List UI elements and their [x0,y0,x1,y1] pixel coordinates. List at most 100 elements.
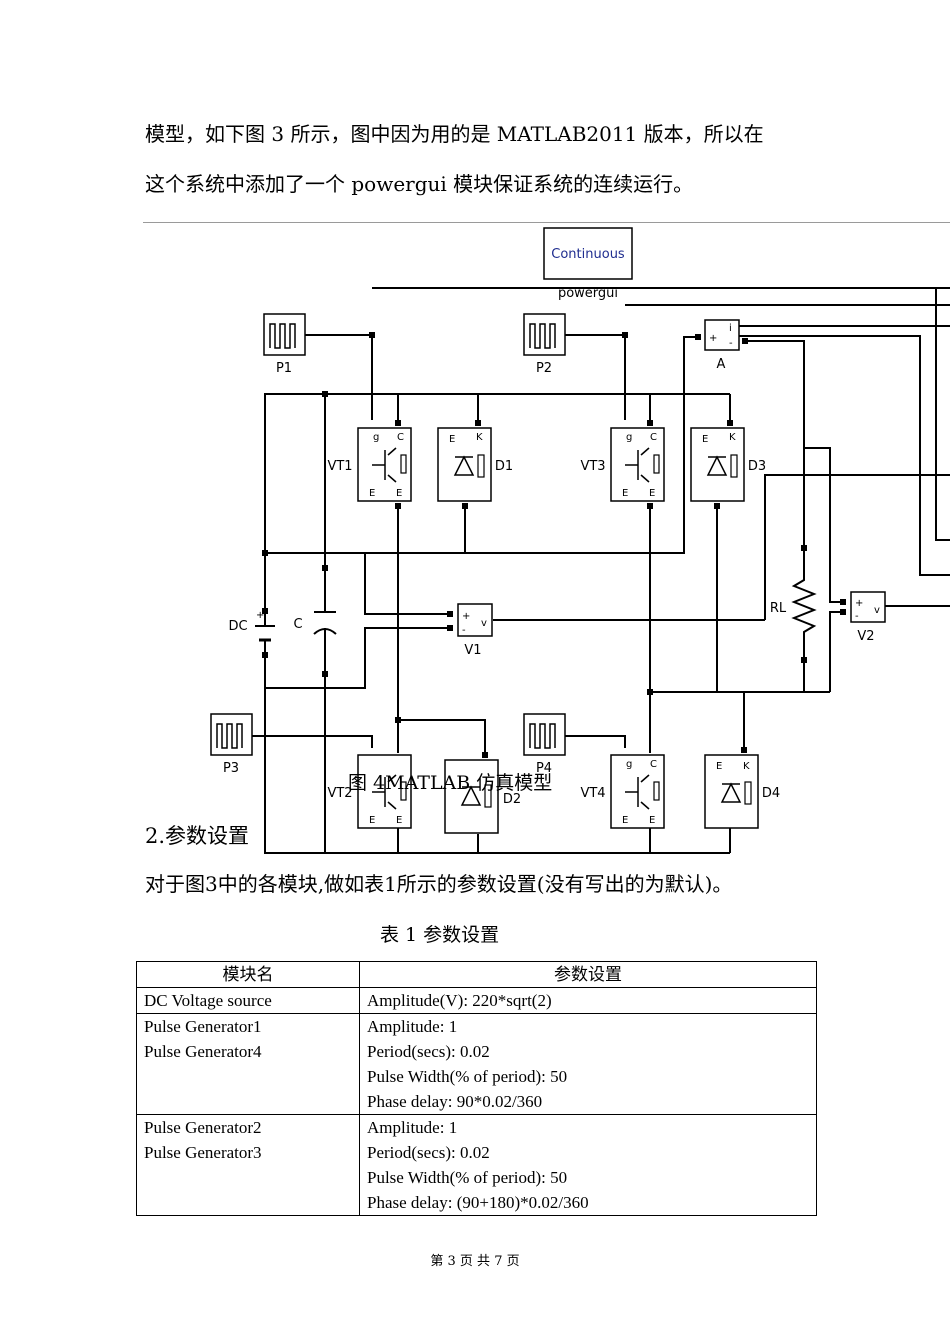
svg-text:E: E [396,815,402,826]
table-cell-module: Pulse Generator1 Pulse Generator4 [136,1013,360,1115]
param-line: Pulse Width(% of period): 50 [367,1168,568,1187]
table-row: Pulse Generator2 Pulse Generator3 Amplit… [136,1114,817,1216]
svg-text:E: E [369,815,375,826]
svg-text:-: - [855,611,859,622]
connection-ports [262,332,846,758]
igbt-label-vt1: VT1 [327,459,352,474]
table-cell-params: Amplitude: 1 Period(secs): 0.02 Pulse Wi… [359,1114,817,1216]
svg-text:E: E [649,815,655,826]
svg-text:E: E [449,434,455,445]
table-cell-module: DC Voltage source [136,987,360,1014]
svg-text:C: C [650,759,657,770]
table-header-row: 模块名 参数设置 [136,961,817,988]
svg-text:-: - [729,338,733,349]
voltmeter-label-v2: V2 [857,629,874,644]
resistor-label: RL [770,601,787,616]
voltmeter-v2: + - v [850,591,886,623]
svg-text:+: + [256,610,264,621]
pulse-generator-p1 [263,313,306,356]
voltmeter-v1: + - v [457,603,493,637]
capacitor [313,568,337,674]
svg-text:E: E [716,761,722,772]
module-name: Pulse Generator4 [144,1042,262,1061]
svg-text:-: - [462,625,466,636]
figure-caption: 图 4MATLAB 仿真模型 [348,772,553,794]
svg-text:E: E [622,488,628,499]
svg-text:i: i [729,323,732,334]
section-heading: 2.参数设置 [145,824,250,848]
table-row: Pulse Generator1 Pulse Generator4 Amplit… [136,1013,817,1115]
svg-text:v: v [481,618,487,629]
current-meter: + i - [704,319,740,351]
parameter-table: 模块名 参数设置 DC Voltage source Amplitude(V):… [136,961,817,1216]
svg-text:C: C [397,432,404,443]
svg-text:+: + [855,598,863,609]
wiring [252,287,950,854]
svg-text:E: E [369,488,375,499]
igbt-label-vt2: VT2 [327,786,352,801]
diode-label-d3: D3 [748,459,766,474]
table-cell-params: Amplitude(V): 220*sqrt(2) [359,987,817,1014]
igbt-vt4: g C E E [610,754,665,829]
param-line: Amplitude: 1 [367,1017,458,1036]
svg-text:E: E [649,488,655,499]
igbt-vt3: g C E E [610,427,665,502]
section-text: 对于图3中的各模块,做如表1所示的参数设置(没有写出的为默认)。 [145,872,733,896]
resistor [791,548,817,660]
igbt-label-vt3: VT3 [580,459,605,474]
paragraph-line-1: 模型，如下图 3 所示，图中因为用的是 MATLAB2011 版本，所以在 [145,122,764,146]
pulse-generator-p4 [523,713,566,756]
page-footer: 第 3 页 共 7 页 [430,1254,520,1269]
table-cell-params: Amplitude: 1 Period(secs): 0.02 Pulse Wi… [359,1013,817,1115]
table-header-module: 模块名 [136,961,360,988]
svg-text:g: g [626,432,632,443]
svg-text:v: v [874,605,880,616]
svg-text:+: + [462,611,470,622]
diode-d2 [444,759,499,834]
svg-text:g: g [626,759,632,770]
pulse-generator-p3 [210,713,253,756]
svg-text:E: E [622,815,628,826]
table-row: DC Voltage source Amplitude(V): 220*sqrt… [136,987,817,1014]
powergui-block [543,227,633,280]
svg-text:C: C [650,432,657,443]
module-name: Pulse Generator2 [144,1118,262,1137]
powergui-block-text: Continuous [551,247,625,262]
voltmeter-label-v1: V1 [464,643,481,658]
param-line: Period(secs): 0.02 [367,1042,490,1061]
param-line: Phase delay: (90+180)*0.02/360 [367,1193,589,1212]
param-line: Amplitude: 1 [367,1118,458,1137]
divider [143,222,950,223]
table-caption: 表 1 参数设置 [380,924,500,946]
param-line: Period(secs): 0.02 [367,1143,490,1162]
dc-source: + [255,610,275,642]
diode-label-d2: D2 [503,792,521,807]
table-header-params: 参数设置 [359,961,817,988]
pulse-label-p2: P2 [536,361,552,376]
module-name: Pulse Generator3 [144,1143,262,1162]
powergui-label: powergui [558,286,618,301]
param-line: Amplitude(V): 220*sqrt(2) [367,991,552,1010]
svg-text:K: K [743,761,750,772]
pulse-label-p3: P3 [223,761,239,776]
module-name: DC Voltage source [144,991,272,1010]
param-line: Pulse Width(% of period): 50 [367,1067,568,1086]
capacitor-label: C [293,617,302,632]
dc-source-label: DC [228,619,247,634]
current-meter-label: A [717,357,726,372]
param-line: Phase delay: 90*0.02/360 [367,1092,543,1111]
table-cell-module: Pulse Generator2 Pulse Generator3 [136,1114,360,1216]
svg-text:+: + [709,333,717,344]
module-name: Pulse Generator1 [144,1017,262,1036]
paragraph-line-2: 这个系统中添加了一个 powergui 模块保证系统的连续运行。 [145,172,694,196]
svg-text:K: K [729,432,736,443]
pulse-label-p1: P1 [276,361,292,376]
pulse-label-p4: P4 [536,761,552,776]
diode-label-d1: D1 [495,459,513,474]
